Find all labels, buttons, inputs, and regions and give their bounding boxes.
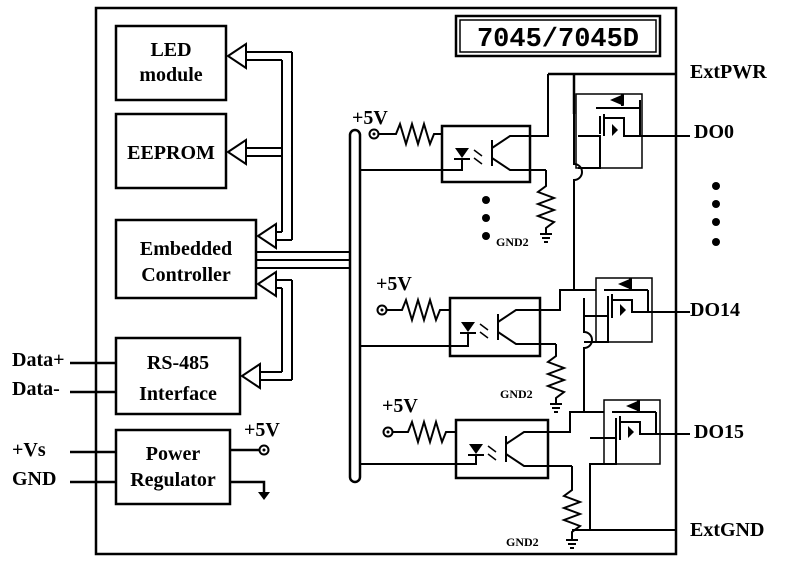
title-box: 7045/7045D <box>454 14 662 58</box>
regulator-5v-label: +5V <box>244 419 280 441</box>
left-terminals: Data+ Data- +Vs GND <box>12 349 116 490</box>
do15-gnd2-label: GND2 <box>506 535 539 549</box>
title-text: 7045/7045D <box>477 25 639 55</box>
do0-gnd2-label: GND2 <box>496 235 529 249</box>
do15-5v-label: +5V <box>382 395 418 417</box>
internal-bus-arrows <box>226 42 293 390</box>
controller-output-bus <box>256 128 362 484</box>
do14-gnd2-label: GND2 <box>500 387 533 401</box>
rs485-label-1: RS-485 <box>147 352 209 374</box>
power-regulator-label-1: Power <box>146 443 201 465</box>
module-outline <box>94 6 678 556</box>
terminal-vs: +Vs <box>12 439 46 461</box>
rs485-label-2: Interface <box>139 383 217 405</box>
led-module-block: LED module <box>114 24 228 102</box>
embedded-controller-label-1: Embedded <box>140 238 232 260</box>
do0-5v-label: +5V <box>352 107 388 129</box>
terminal-data-plus: Data+ <box>12 349 65 371</box>
terminal-do14: DO14 <box>690 299 740 321</box>
terminal-extgnd: ExtGND <box>690 519 764 541</box>
regulator-outputs: +5V <box>230 419 280 500</box>
right-terminals: ExtPWR DO0 DO14 DO15 ExtGND <box>690 61 767 541</box>
led-module-label-2: module <box>139 64 202 86</box>
channel-do0: +5V GND2 <box>352 74 690 280</box>
terminal-data-minus: Data- <box>12 378 60 400</box>
rs485-interface-block: RS-485 Interface <box>114 336 242 416</box>
terminal-do15: DO15 <box>694 421 744 443</box>
power-regulator-block: Power Regulator <box>114 428 232 506</box>
channel-do14: +5V GND2 <box>360 273 690 413</box>
embedded-controller-block: Embedded Controller <box>114 218 258 300</box>
terminal-gnd: GND <box>12 468 56 490</box>
terminal-extpwr: ExtPWR <box>690 61 767 83</box>
eeprom-label: EEPROM <box>127 142 215 164</box>
embedded-controller-label-2: Controller <box>141 264 231 286</box>
regulator-ground-arrow <box>258 492 270 500</box>
power-regulator-label-2: Regulator <box>130 469 216 491</box>
continuation-dots-right <box>712 182 720 246</box>
eeprom-block: EEPROM <box>114 112 228 190</box>
terminal-do0: DO0 <box>694 121 734 143</box>
continuation-dots-left <box>482 196 490 240</box>
channel-do15: +5V GND2 <box>360 395 690 549</box>
do14-5v-label: +5V <box>376 273 412 295</box>
led-module-label-1: LED <box>150 39 191 61</box>
